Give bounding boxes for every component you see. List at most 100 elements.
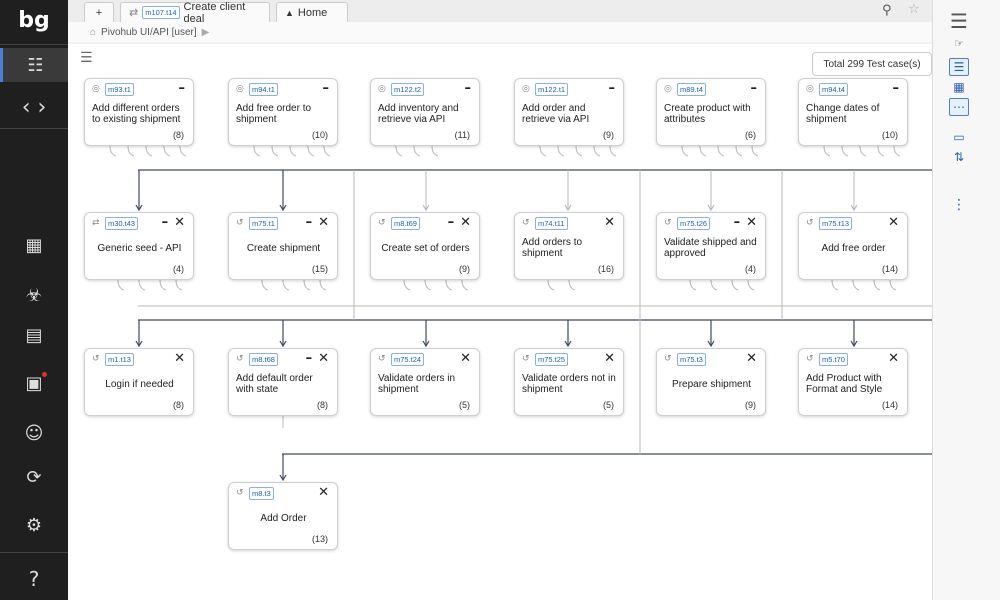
cursor-icon: ☞ [954, 36, 964, 50]
test-case-card[interactable]: ◎m89.t4–Create product with attributes(6… [656, 78, 766, 146]
menu-icon[interactable]: ☰ [80, 50, 93, 66]
tab-create-client-deal[interactable]: ⇄ m107.t14 Create client deal [120, 1, 270, 25]
test-case-card[interactable]: ↺m8.t3✕Add Order(13) [228, 482, 338, 550]
collapse-icon[interactable]: – [892, 81, 900, 96]
card-actions: – [465, 81, 472, 96]
card-tag[interactable]: m74.t11 [535, 217, 568, 230]
card-tag[interactable]: m93.t1 [105, 83, 134, 96]
collapse-icon[interactable]: – [750, 81, 758, 96]
chevron-left-right-icon[interactable]: ‹ › [21, 94, 47, 120]
card-tag[interactable]: m75.t24 [391, 353, 425, 366]
test-case-card[interactable]: ↺m75.t26–✕Validate shipped and approved(… [656, 212, 766, 280]
close-icon[interactable]: ✕ [746, 351, 757, 366]
collapse-icon[interactable]: – [305, 351, 313, 366]
test-case-card[interactable]: ↺m75.t13✕Add free order(14) [798, 212, 908, 280]
card-tag[interactable]: m122.t2 [391, 83, 425, 96]
card-tag[interactable]: m75.t3 [677, 353, 706, 366]
new-tab-button[interactable]: + [84, 2, 114, 22]
hierarchy-icon[interactable]: ☷ [0, 48, 68, 82]
document-icon[interactable]: ▤ [25, 324, 43, 346]
close-icon[interactable]: ✕ [174, 351, 185, 366]
collapse-icon[interactable]: – [464, 81, 472, 96]
close-icon[interactable]: ✕ [318, 351, 329, 366]
bug-icon[interactable]: ☣ [25, 284, 43, 306]
help-icon[interactable]: ? [28, 567, 40, 591]
test-case-card[interactable]: ↺m8.t68–✕Add default order with state(8) [228, 348, 338, 416]
close-icon[interactable]: ✕ [888, 351, 899, 366]
collapse-icon[interactable]: – [178, 81, 186, 96]
wire [575, 145, 583, 157]
test-case-card[interactable]: ↺m1.t13✕Login if needed(8) [84, 348, 194, 416]
card-actions: ✕ [888, 351, 899, 366]
test-case-card[interactable]: ◎m94.t4–Change dates of shipment(10) [798, 78, 908, 146]
sync-icon[interactable]: ⟳ [26, 466, 42, 488]
grid-view-icon[interactable]: ▦ [953, 80, 965, 94]
test-case-card[interactable]: ↺m75.t3✕Prepare shipment(9) [656, 348, 766, 416]
card-tag[interactable]: m1.t13 [105, 353, 134, 366]
list-view-icon[interactable]: ☰ [949, 58, 969, 76]
test-case-card[interactable]: ↺m75.t1–✕Create shipment(15) [228, 212, 338, 280]
test-case-card[interactable]: ◎m94.t1–Add free order to shipment(10) [228, 78, 338, 146]
gear-icon[interactable]: ⚙ [25, 514, 43, 536]
card-tag[interactable]: m94.t1 [249, 83, 278, 96]
card-tag[interactable]: m5.t70 [819, 353, 848, 366]
tree-view-icon[interactable]: ⋯ [949, 98, 969, 116]
close-icon[interactable]: ✕ [888, 215, 899, 230]
close-icon[interactable]: ✕ [604, 351, 615, 366]
card-tag[interactable]: m122.t1 [535, 83, 569, 96]
grid-icon[interactable]: ▦ [25, 234, 43, 256]
collapse-icon[interactable]: – [305, 215, 313, 230]
tab-home[interactable]: ▲ Home [276, 2, 348, 22]
test-case-card[interactable]: ↺m74.t11✕Add orders to shipment(16) [514, 212, 624, 280]
report-icon[interactable]: ▣ [25, 372, 43, 394]
test-case-card[interactable]: ↺m5.t70✕Add Product with Format and Styl… [798, 348, 908, 416]
collapse-icon[interactable]: – [161, 215, 169, 230]
card-tag[interactable]: m8.t68 [249, 353, 278, 366]
close-icon[interactable]: ✕ [604, 215, 615, 230]
test-case-card[interactable]: ◎m122.t2–Add inventory and retrieve via … [370, 78, 480, 146]
home-icon[interactable]: ⌂ [90, 26, 97, 38]
app-logo[interactable]: bg [18, 8, 50, 33]
wire [413, 145, 421, 157]
test-case-card[interactable]: ↺m8.t69–✕Create set of orders(9) [370, 212, 480, 280]
card-tag[interactable]: m89.t4 [677, 83, 706, 96]
test-case-card[interactable]: ◎m122.t1–Add order and retrieve via API(… [514, 78, 624, 146]
sort-icon[interactable]: ⇅ [953, 150, 965, 164]
collapse-icon[interactable]: – [447, 215, 455, 230]
collapse-icon[interactable]: – [608, 81, 616, 96]
node-type-icon: ↺ [522, 218, 530, 228]
test-case-card[interactable]: ↺m75.t25✕Validate orders not in shipment… [514, 348, 624, 416]
wire [609, 145, 617, 157]
test-case-card[interactable]: ↺m75.t24✕Validate orders in shipment(5) [370, 348, 480, 416]
more-options-icon[interactable]: ⋮ [952, 197, 966, 213]
close-icon[interactable]: ✕ [318, 215, 329, 230]
test-case-card[interactable]: ◎m93.t1–Add different orders to existing… [84, 78, 194, 146]
close-icon[interactable]: ✕ [460, 351, 471, 366]
card-tag[interactable]: m8.t69 [391, 217, 420, 230]
close-icon[interactable]: ✕ [174, 215, 185, 230]
layout-icon[interactable]: ▭ [953, 130, 965, 144]
card-tag[interactable]: m75.t26 [677, 217, 711, 230]
card-tag[interactable]: m75.t13 [819, 217, 853, 230]
test-case-canvas[interactable]: ☰ Total 299 Test case(s) ◎m93.t1–Add dif… [68, 44, 932, 600]
card-tag[interactable]: m30.t43 [105, 217, 139, 230]
hamburger-menu-icon[interactable]: ☰ [950, 9, 968, 33]
close-icon[interactable]: ✕ [460, 215, 471, 230]
users-icon[interactable]: ☺ [24, 422, 44, 444]
wire [893, 145, 901, 157]
card-tag[interactable]: m75.t25 [535, 353, 569, 366]
close-icon[interactable]: ✕ [318, 485, 329, 500]
collapse-icon[interactable]: – [322, 81, 330, 96]
card-tag[interactable]: m8.t3 [249, 487, 274, 500]
search-icon[interactable]: ⚲ [882, 3, 892, 18]
test-case-card[interactable]: ⇄m30.t43–✕Generic seed - API(4) [84, 212, 194, 280]
wire [889, 279, 897, 291]
star-icon[interactable]: ☆ [908, 2, 920, 17]
card-tag[interactable]: m75.t1 [249, 217, 278, 230]
breadcrumb-item[interactable]: Pivohub UI/API [user] [101, 26, 197, 38]
collapse-icon[interactable]: – [733, 215, 741, 230]
wire-arrow [850, 340, 858, 348]
close-icon[interactable]: ✕ [746, 215, 757, 230]
card-tag[interactable]: m94.t4 [819, 83, 848, 96]
card-count: (11) [454, 130, 470, 140]
